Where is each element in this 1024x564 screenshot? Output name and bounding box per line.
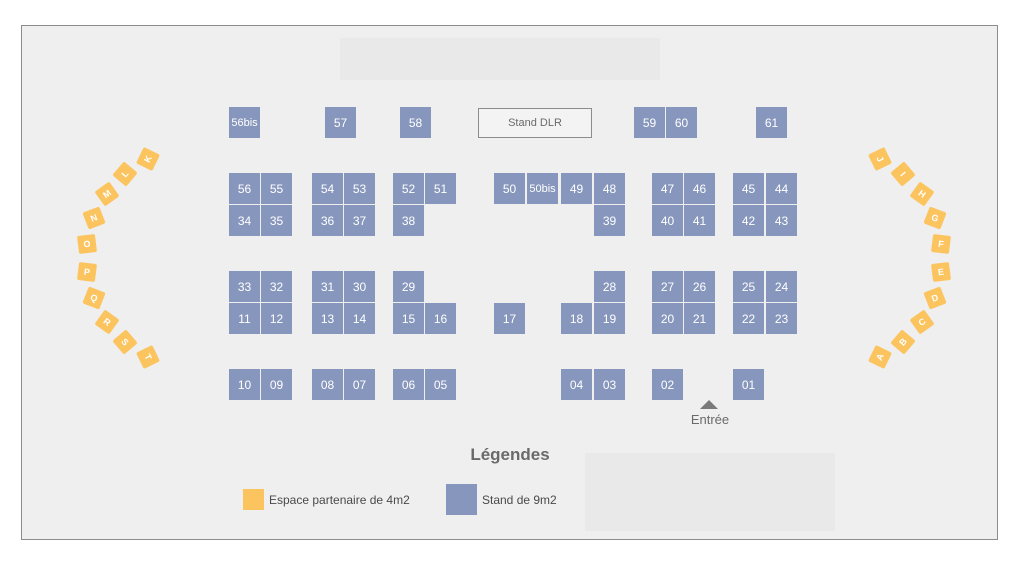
stand-52[interactable]: 52 bbox=[393, 173, 424, 204]
stand-51[interactable]: 51 bbox=[425, 173, 456, 204]
stand-09[interactable]: 09 bbox=[261, 369, 292, 400]
stand-08[interactable]: 08 bbox=[312, 369, 343, 400]
stand-43[interactable]: 43 bbox=[766, 205, 797, 236]
stand-30[interactable]: 30 bbox=[344, 271, 375, 302]
stand-57[interactable]: 57 bbox=[325, 107, 356, 138]
stand-dlr[interactable]: Stand DLR bbox=[478, 108, 592, 138]
stand-02[interactable]: 02 bbox=[652, 369, 683, 400]
stand-18[interactable]: 18 bbox=[561, 303, 592, 334]
partner-space-b[interactable]: B bbox=[890, 329, 916, 355]
legend-swatch-partner bbox=[243, 489, 264, 510]
stand-42[interactable]: 42 bbox=[733, 205, 764, 236]
stand-44[interactable]: 44 bbox=[766, 173, 797, 204]
stand-59[interactable]: 59 bbox=[634, 107, 665, 138]
stand-39[interactable]: 39 bbox=[594, 205, 625, 236]
stand-35[interactable]: 35 bbox=[261, 205, 292, 236]
stand-14[interactable]: 14 bbox=[344, 303, 375, 334]
stand-13[interactable]: 13 bbox=[312, 303, 343, 334]
stand-47[interactable]: 47 bbox=[652, 173, 683, 204]
stand-22[interactable]: 22 bbox=[733, 303, 764, 334]
partner-space-i[interactable]: I bbox=[890, 161, 916, 187]
partner-space-p[interactable]: P bbox=[76, 261, 97, 282]
legend-label-partner: Espace partenaire de 4m2 bbox=[269, 493, 410, 507]
stand-55[interactable]: 55 bbox=[261, 173, 292, 204]
stand-10[interactable]: 10 bbox=[229, 369, 260, 400]
stand-03[interactable]: 03 bbox=[594, 369, 625, 400]
stand-36[interactable]: 36 bbox=[312, 205, 343, 236]
partner-space-c[interactable]: C bbox=[908, 309, 935, 335]
partner-space-e[interactable]: E bbox=[931, 261, 952, 282]
stand-24[interactable]: 24 bbox=[766, 271, 797, 302]
stand-50[interactable]: 50 bbox=[494, 173, 525, 204]
partner-space-h[interactable]: H bbox=[908, 181, 935, 207]
stand-49[interactable]: 49 bbox=[561, 173, 592, 204]
stand-56[interactable]: 56 bbox=[229, 173, 260, 204]
stand-29[interactable]: 29 bbox=[393, 271, 424, 302]
stand-58[interactable]: 58 bbox=[400, 107, 431, 138]
partner-space-t[interactable]: T bbox=[135, 344, 160, 369]
stand-54[interactable]: 54 bbox=[312, 173, 343, 204]
stand-33[interactable]: 33 bbox=[229, 271, 260, 302]
stand-16[interactable]: 16 bbox=[425, 303, 456, 334]
stand-11[interactable]: 11 bbox=[229, 303, 260, 334]
partner-space-r[interactable]: R bbox=[93, 309, 120, 335]
background-block bbox=[585, 453, 835, 531]
stand-38[interactable]: 38 bbox=[393, 205, 424, 236]
legend-swatch-stand bbox=[446, 484, 477, 515]
legend-label-stand: Stand de 9m2 bbox=[482, 493, 557, 507]
stand-60[interactable]: 60 bbox=[666, 107, 697, 138]
stand-40[interactable]: 40 bbox=[652, 205, 683, 236]
stand-34[interactable]: 34 bbox=[229, 205, 260, 236]
stand-41[interactable]: 41 bbox=[684, 205, 715, 236]
partner-space-s[interactable]: S bbox=[112, 329, 138, 355]
triangle-up-icon bbox=[700, 400, 718, 409]
background-block bbox=[340, 38, 660, 80]
partner-space-g[interactable]: G bbox=[922, 206, 947, 230]
partner-space-q[interactable]: Q bbox=[81, 286, 106, 310]
stand-27[interactable]: 27 bbox=[652, 271, 683, 302]
stand-32[interactable]: 32 bbox=[261, 271, 292, 302]
stand-37[interactable]: 37 bbox=[344, 205, 375, 236]
stand-46[interactable]: 46 bbox=[684, 173, 715, 204]
partner-space-d[interactable]: D bbox=[922, 286, 947, 310]
stand-23[interactable]: 23 bbox=[766, 303, 797, 334]
entrance-label: Entrée bbox=[690, 412, 730, 427]
partner-space-n[interactable]: N bbox=[81, 206, 106, 230]
partner-space-k[interactable]: K bbox=[135, 147, 160, 172]
stand-31[interactable]: 31 bbox=[312, 271, 343, 302]
stand-61[interactable]: 61 bbox=[756, 107, 787, 138]
stand-04[interactable]: 04 bbox=[561, 369, 592, 400]
stand-20[interactable]: 20 bbox=[652, 303, 683, 334]
stand-26[interactable]: 26 bbox=[684, 271, 715, 302]
stand-15[interactable]: 15 bbox=[393, 303, 424, 334]
stand-28[interactable]: 28 bbox=[594, 271, 625, 302]
stand-45[interactable]: 45 bbox=[733, 173, 764, 204]
stand-07[interactable]: 07 bbox=[344, 369, 375, 400]
partner-space-m[interactable]: M bbox=[93, 181, 120, 207]
partner-space-o[interactable]: O bbox=[76, 234, 97, 255]
stand-12[interactable]: 12 bbox=[261, 303, 292, 334]
stand-01[interactable]: 01 bbox=[733, 369, 764, 400]
stand-05[interactable]: 05 bbox=[425, 369, 456, 400]
stand-53[interactable]: 53 bbox=[344, 173, 375, 204]
stand-17[interactable]: 17 bbox=[494, 303, 525, 334]
partner-space-l[interactable]: L bbox=[112, 161, 138, 187]
partner-space-j[interactable]: J bbox=[868, 147, 893, 172]
partner-space-f[interactable]: F bbox=[931, 234, 952, 255]
stand-25[interactable]: 25 bbox=[733, 271, 764, 302]
stand-50bis[interactable]: 50bis bbox=[527, 173, 558, 204]
stand-21[interactable]: 21 bbox=[684, 303, 715, 334]
stand-19[interactable]: 19 bbox=[594, 303, 625, 334]
stand-06[interactable]: 06 bbox=[393, 369, 424, 400]
legend-title: Légendes bbox=[470, 445, 550, 464]
partner-space-a[interactable]: A bbox=[868, 344, 893, 369]
stand-48[interactable]: 48 bbox=[594, 173, 625, 204]
stand-56bis[interactable]: 56bis bbox=[229, 107, 260, 138]
